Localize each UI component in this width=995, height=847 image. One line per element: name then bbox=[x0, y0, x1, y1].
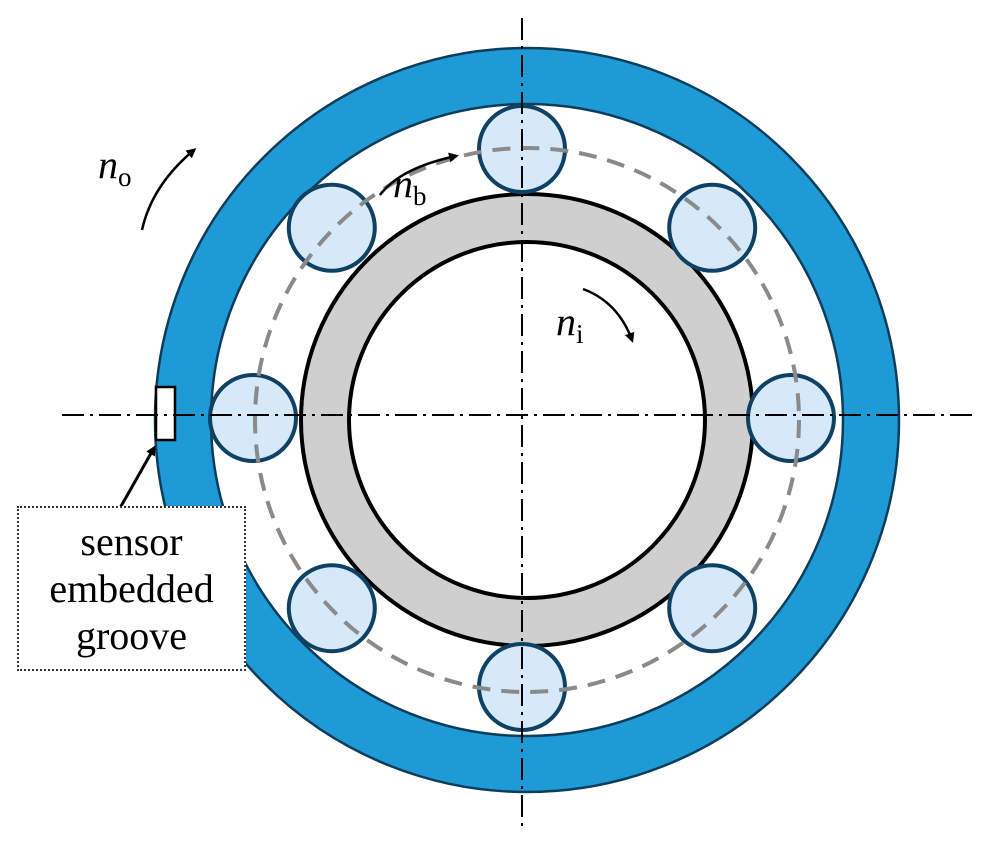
rolling-ball bbox=[208, 373, 298, 463]
outer-rotation-arrow bbox=[140, 148, 197, 231]
rolling-ball bbox=[286, 182, 377, 273]
inner-ring-inner-edge bbox=[347, 240, 707, 600]
callout-line-1: sensor bbox=[80, 519, 183, 564]
inner-speed-label: ni bbox=[556, 299, 584, 349]
outer-ring bbox=[155, 48, 899, 792]
outer-speed-label: no bbox=[98, 142, 132, 192]
sensor-groove-callout: sensor embedded groove bbox=[17, 506, 246, 671]
callout-line-3: groove bbox=[75, 613, 188, 658]
ball-speed-label: nb bbox=[393, 161, 427, 211]
rolling-ball bbox=[667, 182, 758, 273]
ball-rotation-arrow bbox=[378, 152, 459, 196]
inner-rotation-arrow bbox=[582, 287, 635, 343]
rolling-ball bbox=[746, 373, 836, 463]
callout-arrow bbox=[118, 445, 156, 509]
pitch-circle bbox=[253, 146, 801, 694]
inner-ring bbox=[301, 194, 753, 646]
callout-line-2: embedded bbox=[49, 566, 214, 611]
sensor-groove bbox=[154, 385, 177, 442]
rolling-ball bbox=[667, 563, 758, 654]
